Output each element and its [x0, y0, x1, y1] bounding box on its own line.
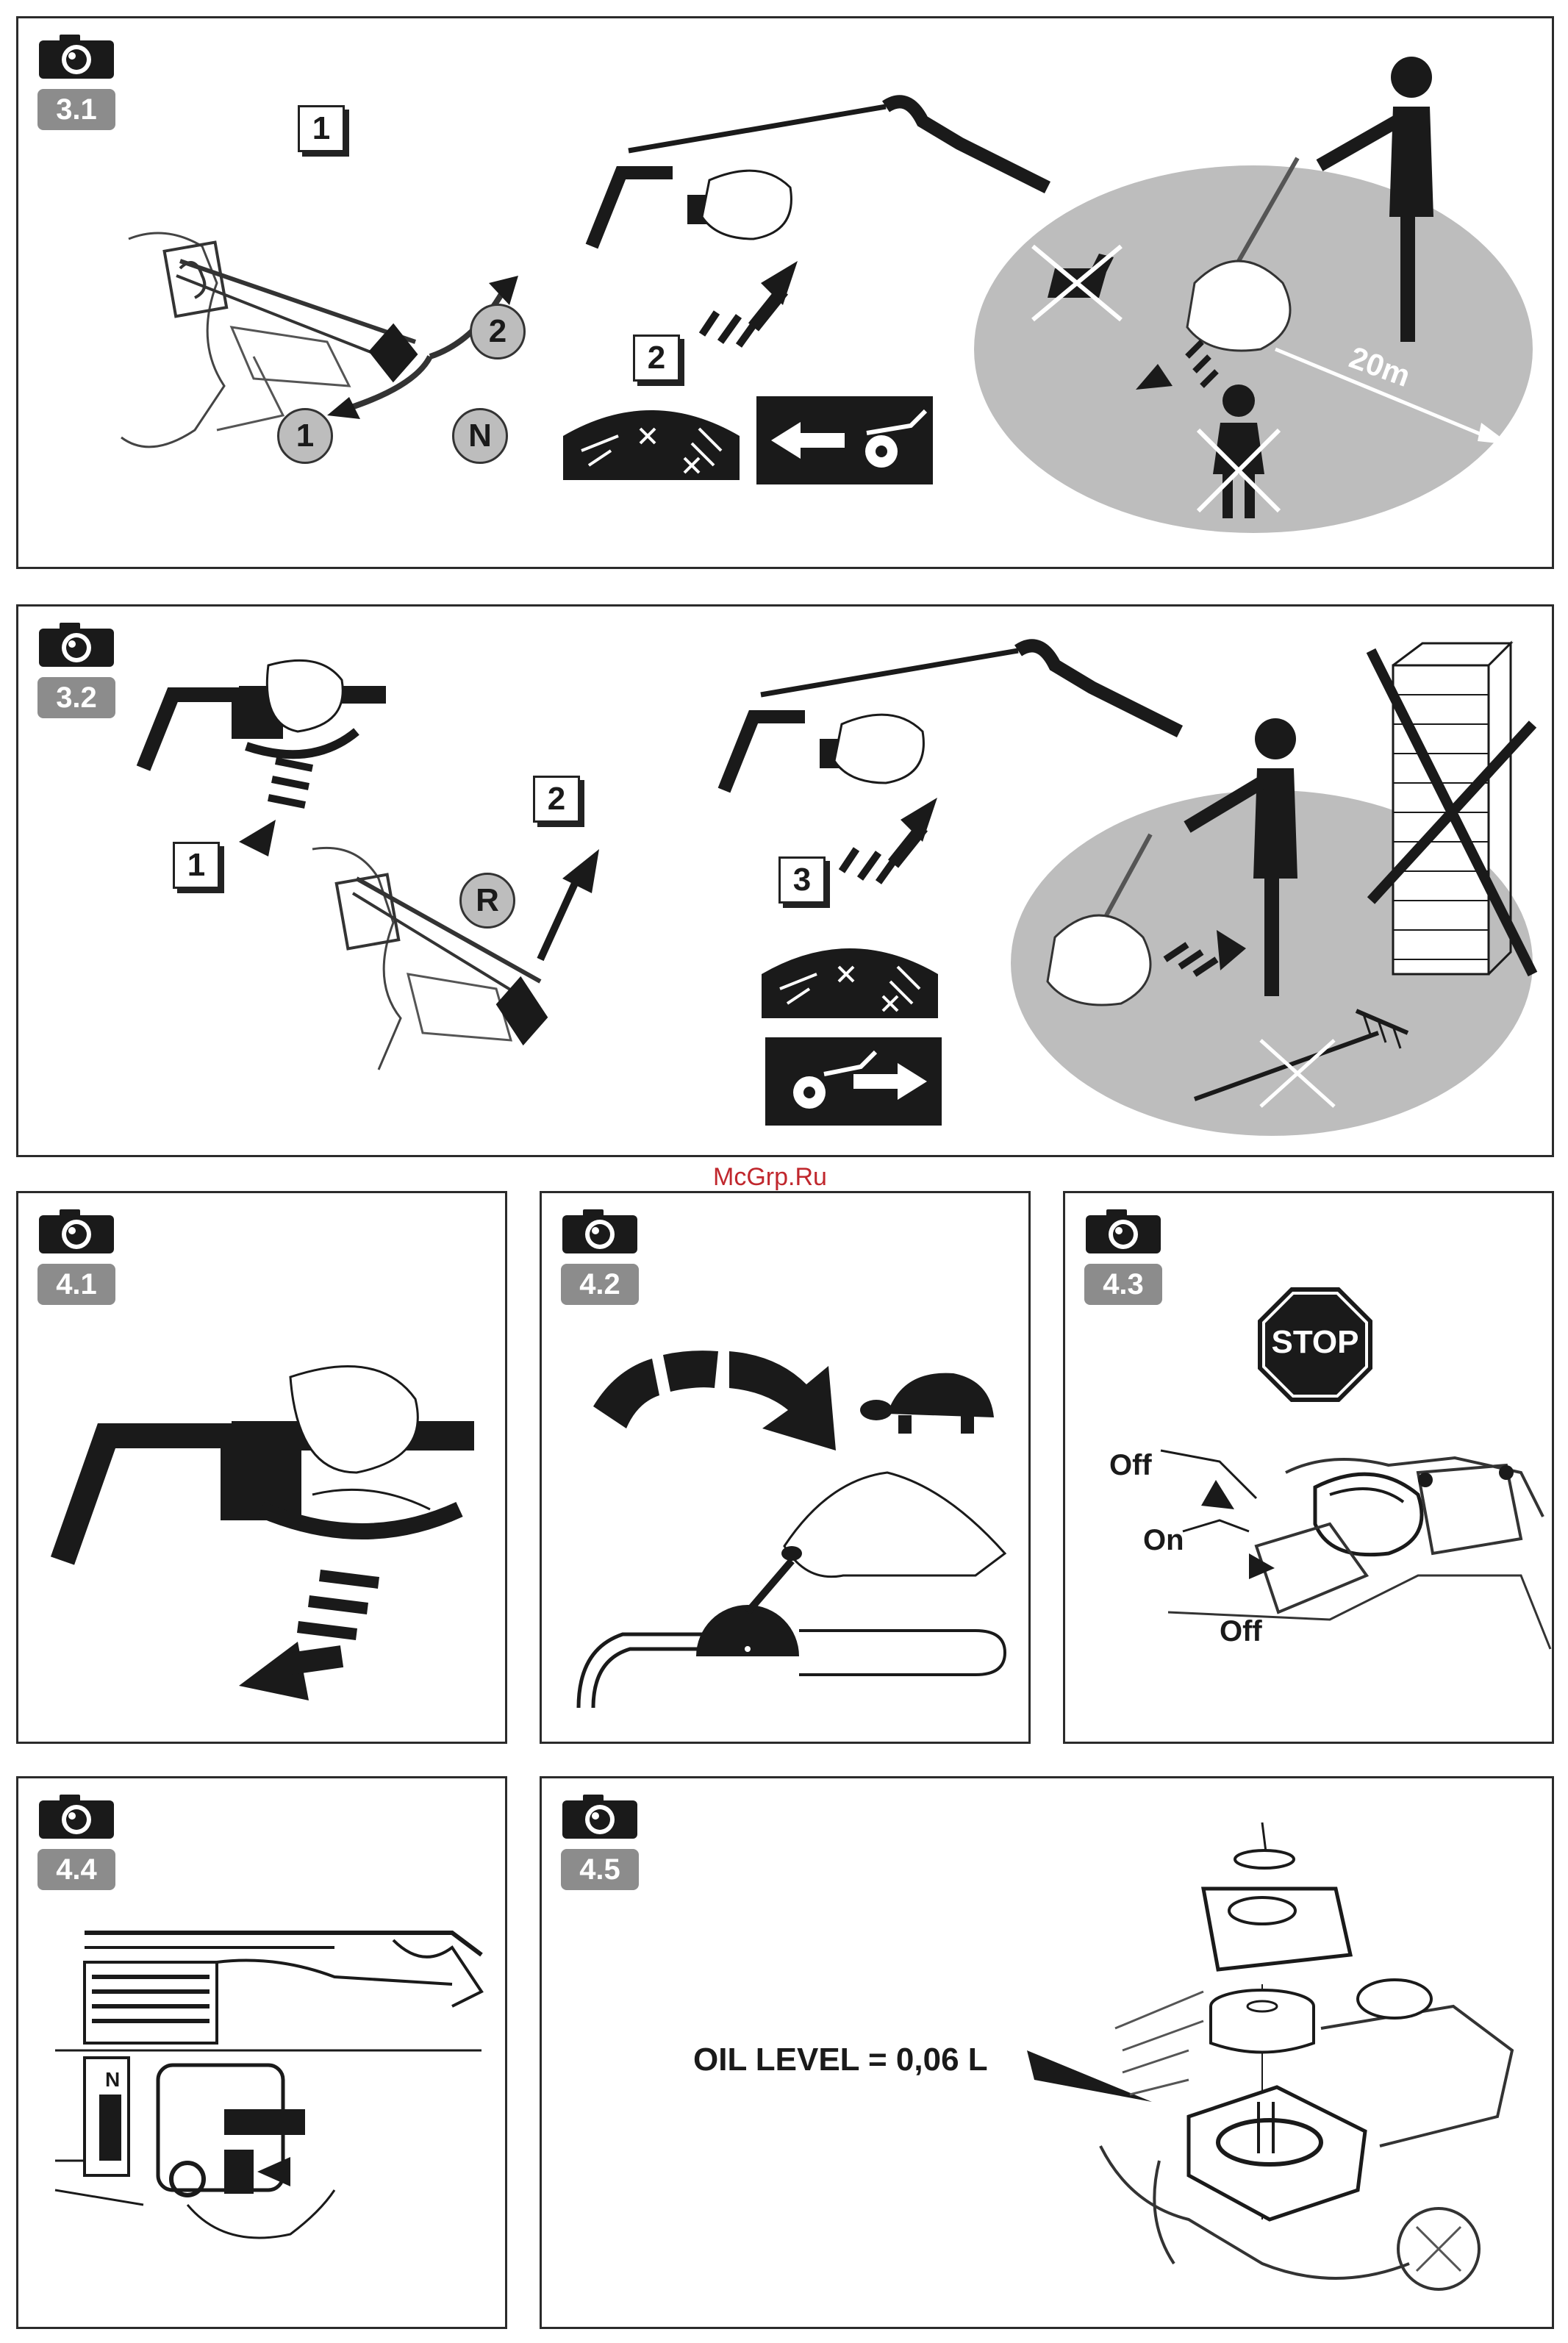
camera-icon [1084, 1208, 1162, 1255]
panel-4-5: 4.5 OIL LEVEL = 0,06 L [540, 1776, 1554, 2329]
camera-icon [37, 1793, 115, 1840]
watermark: McGrp.Ru [713, 1163, 827, 1192]
gear-position-r: R [459, 873, 515, 929]
panel-4-2: 4.2 [540, 1191, 1031, 1744]
switch-off-label: Off [1109, 1449, 1152, 1482]
panel-3-1: 3.1 1 2 1 N 2 [16, 16, 1554, 569]
camera-icon [561, 1793, 639, 1840]
panel-4-3: 4.3 STOP Off On Off [1063, 1191, 1554, 1744]
up-arrow-icon [695, 254, 805, 349]
section-badge: 4.5 [561, 1849, 639, 1890]
panel-4-1: 4.1 [16, 1191, 507, 1744]
section-badge: 3.2 [37, 677, 115, 718]
left-arrow-icon [1128, 335, 1217, 393]
switch-off-label: Off [1220, 1615, 1262, 1648]
gear-position-1: 1 [277, 408, 333, 464]
forward-direction-icon [765, 1037, 942, 1126]
gear-lever-reverse-illustration [298, 834, 606, 1128]
section-badge: 4.3 [1084, 1264, 1162, 1305]
section-badge: 3.1 [37, 89, 115, 130]
switch-on-label: On [1143, 1524, 1184, 1557]
step-number: 3 [778, 856, 826, 904]
gear-position-n: N [452, 408, 508, 464]
stop-sign-text: STOP [1256, 1324, 1374, 1361]
tines-icon [758, 930, 942, 1026]
step-number: 2 [533, 776, 580, 823]
rake-crossed-icon [1187, 996, 1422, 1106]
camera-icon [561, 1208, 639, 1255]
camera-icon [37, 621, 115, 668]
step-number: 2 [633, 335, 680, 382]
panel-4-4: 4.4 N [16, 1776, 507, 2329]
dog-crossed-icon [1025, 239, 1128, 327]
reverse-direction-icon [756, 396, 933, 484]
section-badge: 4.2 [561, 1264, 639, 1305]
section-badge: 4.1 [37, 1264, 115, 1305]
speed-arrow-icon [586, 1340, 865, 1473]
brake-lever-illustration [48, 1318, 489, 1730]
tines-icon [559, 392, 743, 487]
panel-3-2: 3.2 1 2 R 3 [16, 604, 1554, 1157]
up-arrow-icon [834, 790, 945, 886]
turtle-icon [858, 1362, 1005, 1443]
fuel-selector-letter: N [105, 2068, 120, 2092]
step-number: 1 [298, 105, 345, 152]
air-filter-exploded-illustration [1042, 1808, 1542, 2322]
section-badge: 4.4 [37, 1849, 115, 1890]
gear-position-2: 2 [470, 304, 526, 360]
camera-icon [37, 33, 115, 80]
fuel-valve-illustration [40, 1925, 489, 2278]
step-number: 1 [173, 842, 220, 889]
tiller-operator-illustration [1025, 695, 1320, 1033]
engine-switch-illustration [1109, 1428, 1550, 1723]
oil-level-label: OIL LEVEL = 0,06 L [693, 2042, 988, 2078]
throttle-lever-illustration [564, 1465, 1020, 1730]
handlebar-illustration [577, 92, 1062, 312]
camera-icon [37, 1208, 115, 1255]
brick-wall-crossed-icon [1364, 636, 1547, 1004]
